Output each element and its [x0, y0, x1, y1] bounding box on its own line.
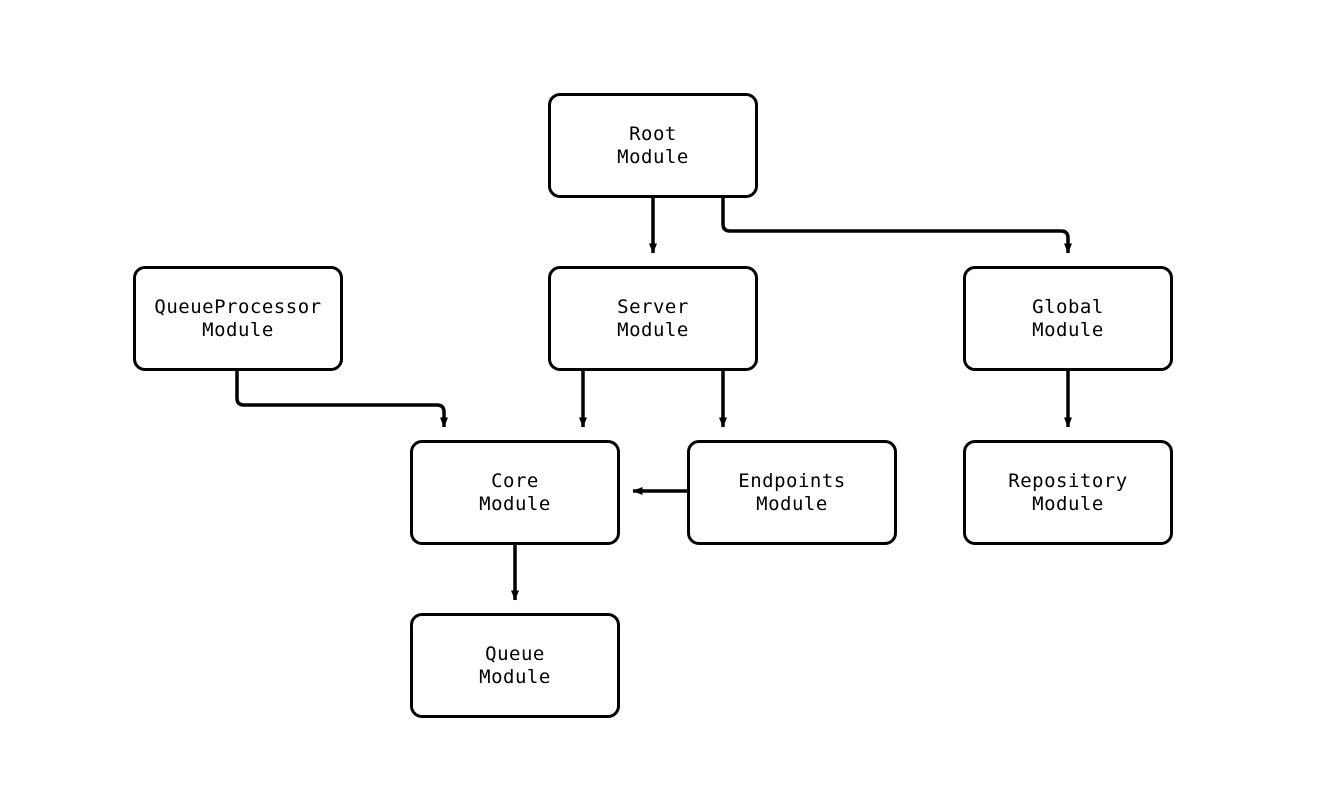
node-label-primary: Repository — [1008, 469, 1128, 492]
node-label-secondary: Module — [479, 492, 551, 515]
node-label-primary: Core — [491, 469, 539, 492]
node-label-primary: Root — [629, 122, 677, 145]
node-label-secondary: Module — [1032, 492, 1104, 515]
node-label-secondary: Module — [479, 665, 551, 688]
node-label-secondary: Module — [617, 145, 689, 168]
node-label-secondary: Module — [1032, 318, 1104, 341]
node-label-secondary: Module — [617, 318, 689, 341]
edge-queueprocessor-to-core — [235, 371, 448, 428]
node-label-primary: Global — [1032, 295, 1104, 318]
node-label-secondary: Module — [202, 318, 274, 341]
node-label-primary: QueueProcessor — [154, 295, 322, 318]
node-label-primary: Endpoints — [738, 469, 846, 492]
edge-root-to-global — [721, 198, 1072, 254]
node-label-primary: Server — [617, 295, 689, 318]
node-label-secondary: Module — [756, 492, 828, 515]
node-label-primary: Queue — [485, 642, 545, 665]
